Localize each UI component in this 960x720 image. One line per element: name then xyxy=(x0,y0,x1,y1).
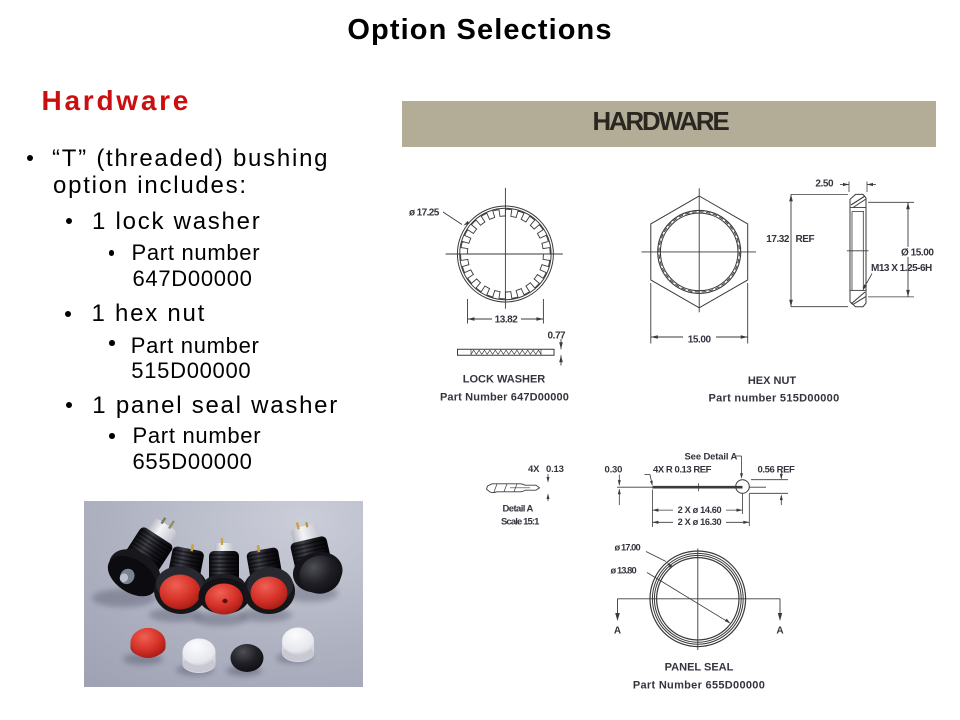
svg-text:17.32: 17.32 xyxy=(766,234,790,245)
svg-text:A: A xyxy=(614,626,621,637)
svg-text:15.00: 15.00 xyxy=(688,334,712,345)
svg-text:0.77: 0.77 xyxy=(548,331,567,342)
svg-text:2 X ø 16.30: 2 X ø 16.30 xyxy=(678,517,722,527)
svg-text:Detail A: Detail A xyxy=(503,504,534,515)
svg-text:Part Number 655D00000: Part Number 655D00000 xyxy=(633,680,765,692)
svg-text:2 X ø 14.60: 2 X ø 14.60 xyxy=(678,505,722,515)
svg-text:0.30: 0.30 xyxy=(605,465,623,476)
svg-text:M13 X 1.25-6H: M13 X 1.25-6H xyxy=(871,263,932,274)
svg-text:See Detail A: See Detail A xyxy=(685,452,738,463)
svg-text:0.13: 0.13 xyxy=(546,464,564,475)
svg-text:4X: 4X xyxy=(528,464,540,475)
svg-text:Part number 515D00000: Part number 515D00000 xyxy=(708,393,839,405)
svg-text:HEX NUT: HEX NUT xyxy=(748,375,797,387)
svg-text:A: A xyxy=(776,626,783,637)
svg-text:ø 17.00: ø 17.00 xyxy=(615,543,641,553)
svg-text:Ø 15.00: Ø 15.00 xyxy=(901,247,934,258)
svg-text:ø 13.80: ø 13.80 xyxy=(611,565,637,575)
svg-text:REF: REF xyxy=(796,234,815,245)
svg-text:0.56 REF: 0.56 REF xyxy=(758,465,796,476)
svg-text:2.50: 2.50 xyxy=(815,179,834,190)
svg-text:4X R 0.13 REF: 4X R 0.13 REF xyxy=(653,465,712,476)
svg-text:ø 17.25: ø 17.25 xyxy=(409,208,440,219)
svg-text:13.82: 13.82 xyxy=(495,314,519,325)
svg-text:LOCK WASHER: LOCK WASHER xyxy=(463,374,546,386)
svg-text:Part Number 647D00000: Part Number 647D00000 xyxy=(440,392,569,404)
svg-text:PANEL SEAL: PANEL SEAL xyxy=(665,662,734,674)
svg-text:Scale 15:1: Scale 15:1 xyxy=(501,517,540,528)
